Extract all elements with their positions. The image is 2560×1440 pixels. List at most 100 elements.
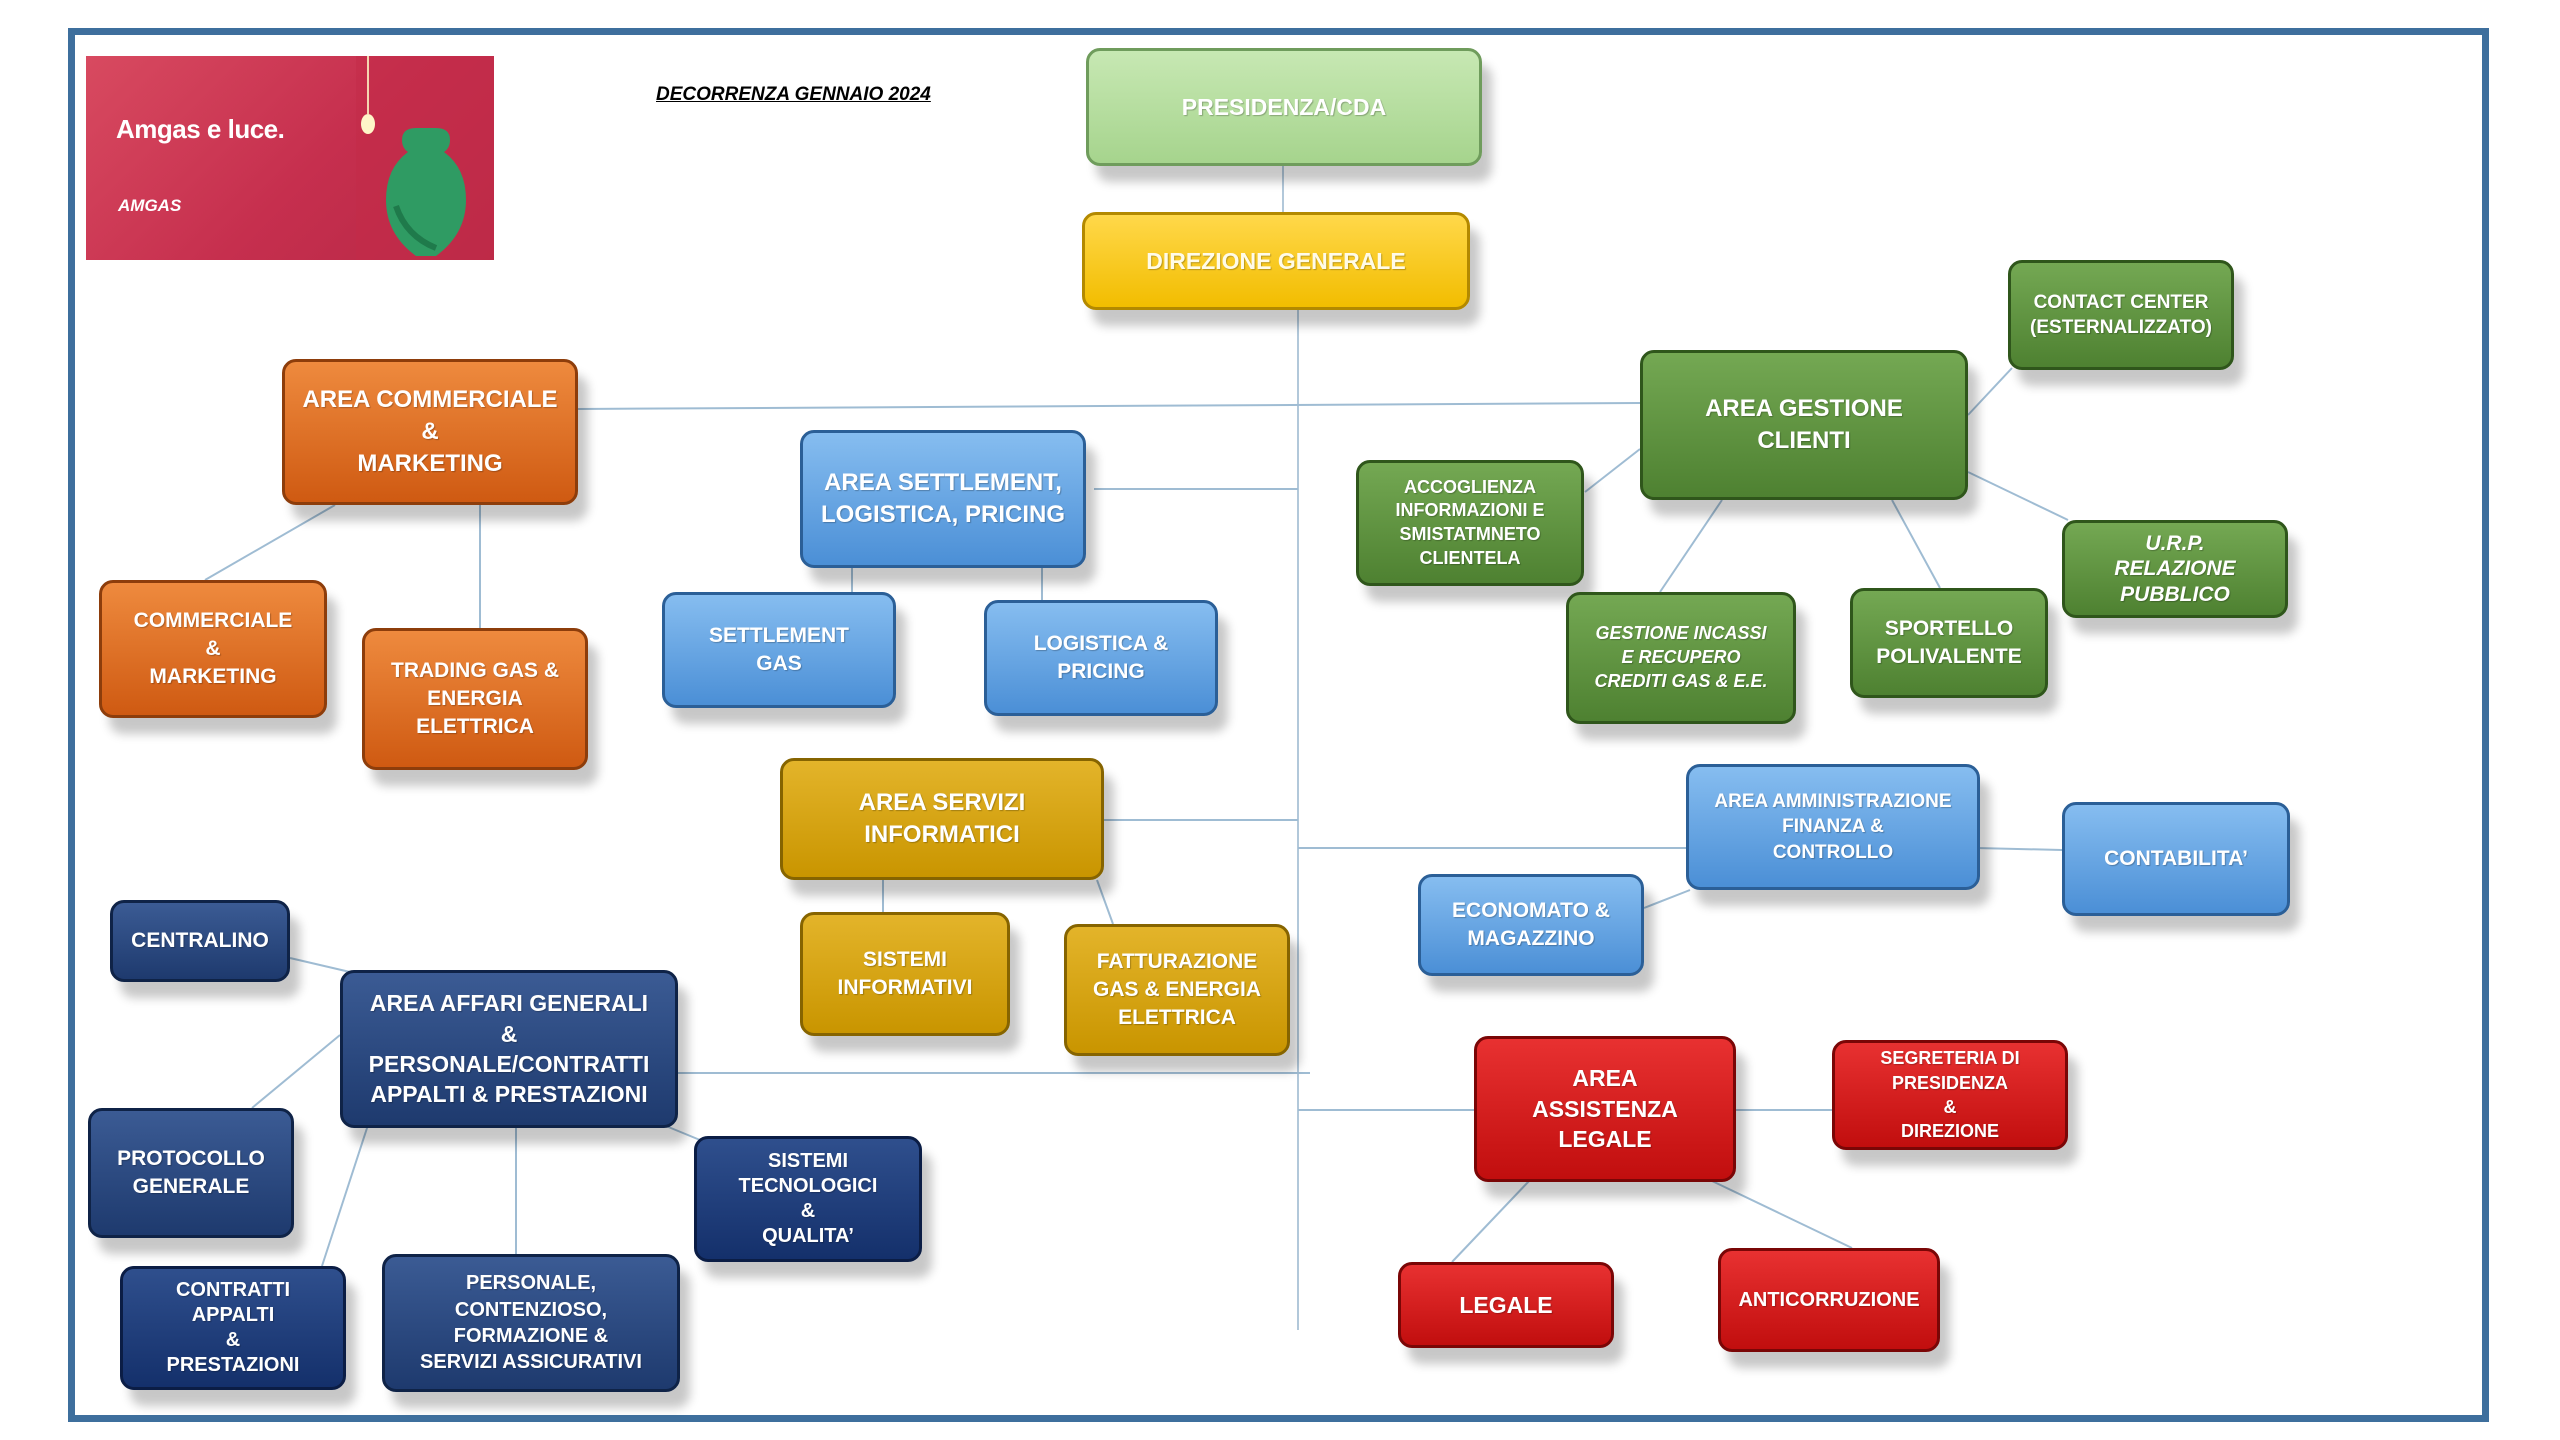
node-label-line: (ESTERNALIZZATO) xyxy=(2030,317,2212,338)
node-label-line: AREA SERVIZI xyxy=(858,789,1026,817)
node-label-line: ASSISTENZA xyxy=(1532,1095,1678,1122)
node-label-line: PRESTAZIONI xyxy=(166,1354,300,1376)
node-label-line: ELETTRICA xyxy=(1118,1005,1236,1029)
node-label-line: PRESIDENZA/CDA xyxy=(1181,93,1387,120)
node-label-line: SISTEMI xyxy=(767,1150,848,1172)
node-label-line: PRICING xyxy=(1057,660,1145,683)
node-label-line: & xyxy=(205,637,221,661)
node-label-line: FINANZA & xyxy=(1782,816,1884,838)
node-label-line: FATTURAZIONE xyxy=(1096,950,1258,974)
node-label-line: INFORMATICI xyxy=(864,821,1020,848)
node-label-line: GENERALE xyxy=(132,1175,250,1198)
node-label-line: CONTACT CENTER xyxy=(2033,291,2209,313)
node-label-line: COMMERCIALE xyxy=(133,609,293,633)
node-label-line: CONTRATTI xyxy=(175,1279,291,1301)
node-label-line: AREA SETTLEMENT, xyxy=(824,469,1062,497)
node-personale-contenzioso[interactable]: PERSONALE,CONTENZIOSO,FORMAZIONE &SERVIZ… xyxy=(382,1254,680,1392)
node-sistemi-informativi[interactable]: SISTEMI INFORMATIVI xyxy=(800,912,1010,1036)
node-label-line: SMISTATMNETO xyxy=(1399,524,1541,544)
node-label-line: CENTRALINO xyxy=(131,929,269,953)
node-label-line: QUALITA’ xyxy=(762,1225,854,1247)
node-label-line: LEGALE xyxy=(1459,1291,1553,1318)
node-label-line: RELAZIONE xyxy=(2114,557,2236,581)
node-area-gestione-clienti[interactable]: AREA GESTIONE CLIENTI xyxy=(1640,350,1968,500)
node-label-line: CLIENTI xyxy=(1757,427,1851,454)
node-label-line: AREA AFFARI GENERALI xyxy=(369,990,649,1017)
node-label-line: & xyxy=(421,418,439,446)
node-label-line: ENERGIA xyxy=(427,687,523,711)
node-label-line: PUBBLICO xyxy=(2120,582,2230,606)
node-fatturazione[interactable]: FATTURAZIONE GAS & ENERGIA ELETTRICA xyxy=(1064,924,1290,1056)
node-label-line: POLIVALENTE xyxy=(1876,645,2022,668)
node-label-line: LOGISTICA, PRICING xyxy=(820,501,1065,528)
node-area-settlement[interactable]: AREA SETTLEMENT, LOGISTICA, PRICING xyxy=(800,430,1086,568)
node-label-line: INFORMAZIONI E xyxy=(1395,500,1545,521)
node-area-servizi-informatici[interactable]: AREA SERVIZI INFORMATICI xyxy=(780,758,1104,880)
node-contact-center[interactable]: CONTACT CENTER (ESTERNALIZZATO) xyxy=(2008,260,2234,370)
node-anticorruzione[interactable]: ANTICORRUZIONE xyxy=(1718,1248,1940,1352)
node-label-line: SETTLEMENT xyxy=(709,624,849,648)
node-legale[interactable]: LEGALE xyxy=(1398,1262,1614,1348)
node-label-line: & xyxy=(1943,1097,1957,1117)
node-label-line: MAGAZZINO xyxy=(1467,927,1595,950)
node-label-line: CONTABILITA’ xyxy=(2104,847,2248,871)
node-label-line: U.R.P. xyxy=(2145,532,2205,556)
node-economato-magazzino[interactable]: ECONOMATO & MAGAZZINO xyxy=(1418,874,1644,976)
node-sportello-polivalente[interactable]: SPORTELLO POLIVALENTE xyxy=(1850,588,2048,698)
node-label-line: GESTIONE INCASSI xyxy=(1595,623,1767,644)
logo-brand: AMGAS xyxy=(118,196,182,215)
node-label-line: SERVIZI ASSICURATIVI xyxy=(420,1351,642,1374)
node-label-line: PRESIDENZA xyxy=(1891,1072,2008,1093)
node-label-line: & xyxy=(500,1020,518,1047)
node-label-line: SISTEMI xyxy=(862,948,947,972)
node-area-commerciale-marketing[interactable]: AREA COMMERCIALE & MARKETING xyxy=(282,359,578,505)
node-label-line: TECNOLOGICI xyxy=(738,1175,878,1197)
node-label-line: INFORMATIVI xyxy=(837,976,973,999)
node-commerciale-marketing[interactable]: COMMERCIALE & MARKETING xyxy=(99,580,327,718)
node-presidenza-cda[interactable]: PRESIDENZA/CDA xyxy=(1086,48,1482,166)
node-label-line: ANTICORRUZIONE xyxy=(1738,1288,1920,1311)
node-label-line: AREA xyxy=(1572,1065,1638,1092)
logo-art xyxy=(356,56,494,260)
node-label-line: & xyxy=(225,1329,241,1351)
node-label-line: E RECUPERO xyxy=(1621,647,1741,668)
node-area-affari-generali[interactable]: AREA AFFARI GENERALI&PERSONALE/CONTRATTI… xyxy=(340,970,678,1128)
node-label-line: DIREZIONE GENERALE xyxy=(1146,247,1406,274)
logo-text: Amgas e luce. xyxy=(116,114,285,144)
node-label-line: GAS xyxy=(756,652,802,675)
node-centralino[interactable]: CENTRALINO xyxy=(110,900,290,982)
node-label-line: CLIENTELA xyxy=(1419,547,1521,568)
node-direzione-generale[interactable]: DIREZIONE GENERALE xyxy=(1082,212,1470,310)
node-label-line: MARKETING xyxy=(357,449,503,477)
node-settlement-gas[interactable]: SETTLEMENT GAS xyxy=(662,592,896,708)
node-label-line: ACCOGLIENZA xyxy=(1404,476,1536,497)
node-label-line: APPALTI & PRESTAZIONI xyxy=(370,1081,648,1108)
node-label-line: GAS & ENERGIA xyxy=(1092,978,1262,1002)
company-logo: Amgas e luce. AMGAS xyxy=(86,56,494,260)
node-logistica-pricing[interactable]: LOGISTICA & PRICING xyxy=(984,600,1218,716)
node-accoglienza-informazioni[interactable]: ACCOGLIENZA INFORMAZIONI E SMISTATMNETO CLI… xyxy=(1356,460,1584,586)
chart-frame xyxy=(68,28,2489,1422)
node-label-line: AREA COMMERCIALE xyxy=(302,386,558,414)
node-label-line: LOGISTICA & xyxy=(1033,632,1169,656)
node-contabilita[interactable]: CONTABILITA’ xyxy=(2062,802,2290,916)
node-label-line: FORMAZIONE & xyxy=(453,1325,609,1347)
node-label-line: AREA GESTIONE xyxy=(1705,395,1903,423)
node-label-line: SPORTELLO xyxy=(1884,617,2014,641)
node-label-line: CREDITI GAS & E.E. xyxy=(1594,670,1768,691)
node-label-line: SEGRETERIA DI xyxy=(1880,1048,2020,1069)
node-label-line: ECONOMATO & xyxy=(1452,899,1610,923)
node-label-line: MARKETING xyxy=(149,664,277,688)
node-label-line: CONTENZIOSO, xyxy=(454,1298,608,1321)
effective-date-label: DECORRENZA GENNAIO 2024 xyxy=(656,84,931,105)
